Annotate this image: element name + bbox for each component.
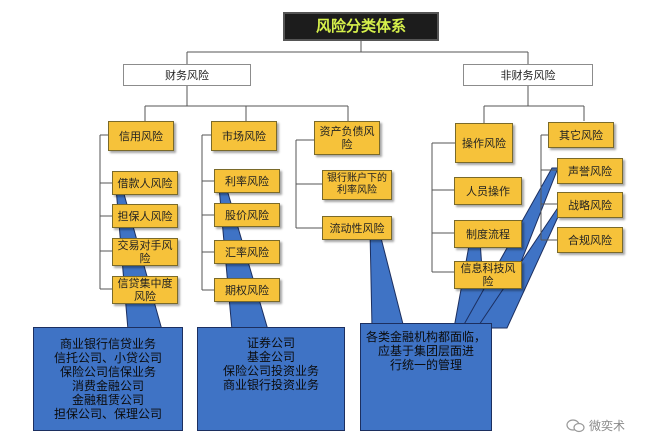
callout-line: 基金公司	[246, 350, 295, 364]
wechat-icon	[566, 418, 585, 432]
option-risk-box: 期权风险	[214, 278, 280, 302]
callout-line: 信托公司、小贷公司	[53, 351, 162, 365]
callout-line: 保险公司信保业务	[59, 365, 156, 379]
callout-line: 各类金融机构都面临，	[365, 330, 486, 344]
process-system-box: 制度流程	[454, 220, 522, 248]
callout-line: 行统一的管理	[389, 358, 462, 372]
callout-line: 商业银行投资业务	[222, 378, 319, 392]
reputation-risk-box: 声誉风险	[557, 158, 623, 184]
liquidity-risk-box: 流动性风险	[322, 216, 392, 240]
compliance-risk-box: 合规风险	[557, 227, 623, 253]
credit-institutions-callout: 商业银行信贷业务 信托公司、小贷公司 保险公司信保业务 消费金融公司 金融租赁公…	[33, 327, 183, 431]
credit-concentration-risk-box: 信贷集中度风险	[112, 276, 178, 304]
borrower-risk-box: 借款人风险	[112, 171, 178, 195]
it-risk-box: 信息科技风险	[454, 261, 522, 289]
diagram-title: 风险分类体系	[283, 12, 439, 41]
callout-line: 金融租赁公司	[71, 393, 144, 407]
callout-line: 应基于集团层面进	[377, 344, 474, 358]
callout-line: 消费金融公司	[71, 379, 144, 393]
equity-price-risk-box: 股价风险	[214, 203, 280, 227]
operational-risk-box: 操作风险	[455, 123, 513, 163]
personnel-operation-box: 人员操作	[454, 177, 522, 205]
market-risk-box: 市场风险	[211, 121, 277, 151]
callout-line: 担保公司、保理公司	[53, 407, 162, 421]
guarantor-risk-box: 担保人风险	[112, 204, 178, 228]
alm-risk-box: 资产负债风险	[314, 121, 380, 155]
callout-line: 商业银行信贷业务	[59, 337, 156, 351]
watermark: 微奕术	[566, 417, 625, 434]
fx-risk-box: 汇率风险	[214, 240, 280, 264]
category-financial: 财务风险	[123, 64, 251, 86]
interest-rate-risk-box: 利率风险	[214, 169, 280, 193]
non-financial-callout: 各类金融机构都面临， 应基于集团层面进 行统一的管理	[360, 323, 492, 431]
callout-line: 证券公司	[246, 336, 295, 350]
strategy-risk-box: 战略风险	[557, 192, 623, 218]
callout-pointer-alm	[369, 229, 405, 329]
other-risk-box: 其它风险	[548, 122, 614, 148]
banking-book-rate-risk-box: 银行账户下的利率风险	[322, 170, 392, 200]
market-institutions-callout: 证券公司 基金公司 保险公司投资业务 商业银行投资业务	[197, 327, 345, 431]
watermark-text: 微奕术	[589, 419, 626, 433]
counterparty-risk-box: 交易对手风险	[112, 238, 178, 266]
category-non-financial: 非财务风险	[463, 64, 593, 86]
callout-line: 保险公司投资业务	[222, 364, 319, 378]
credit-risk-box: 信用风险	[108, 121, 174, 151]
